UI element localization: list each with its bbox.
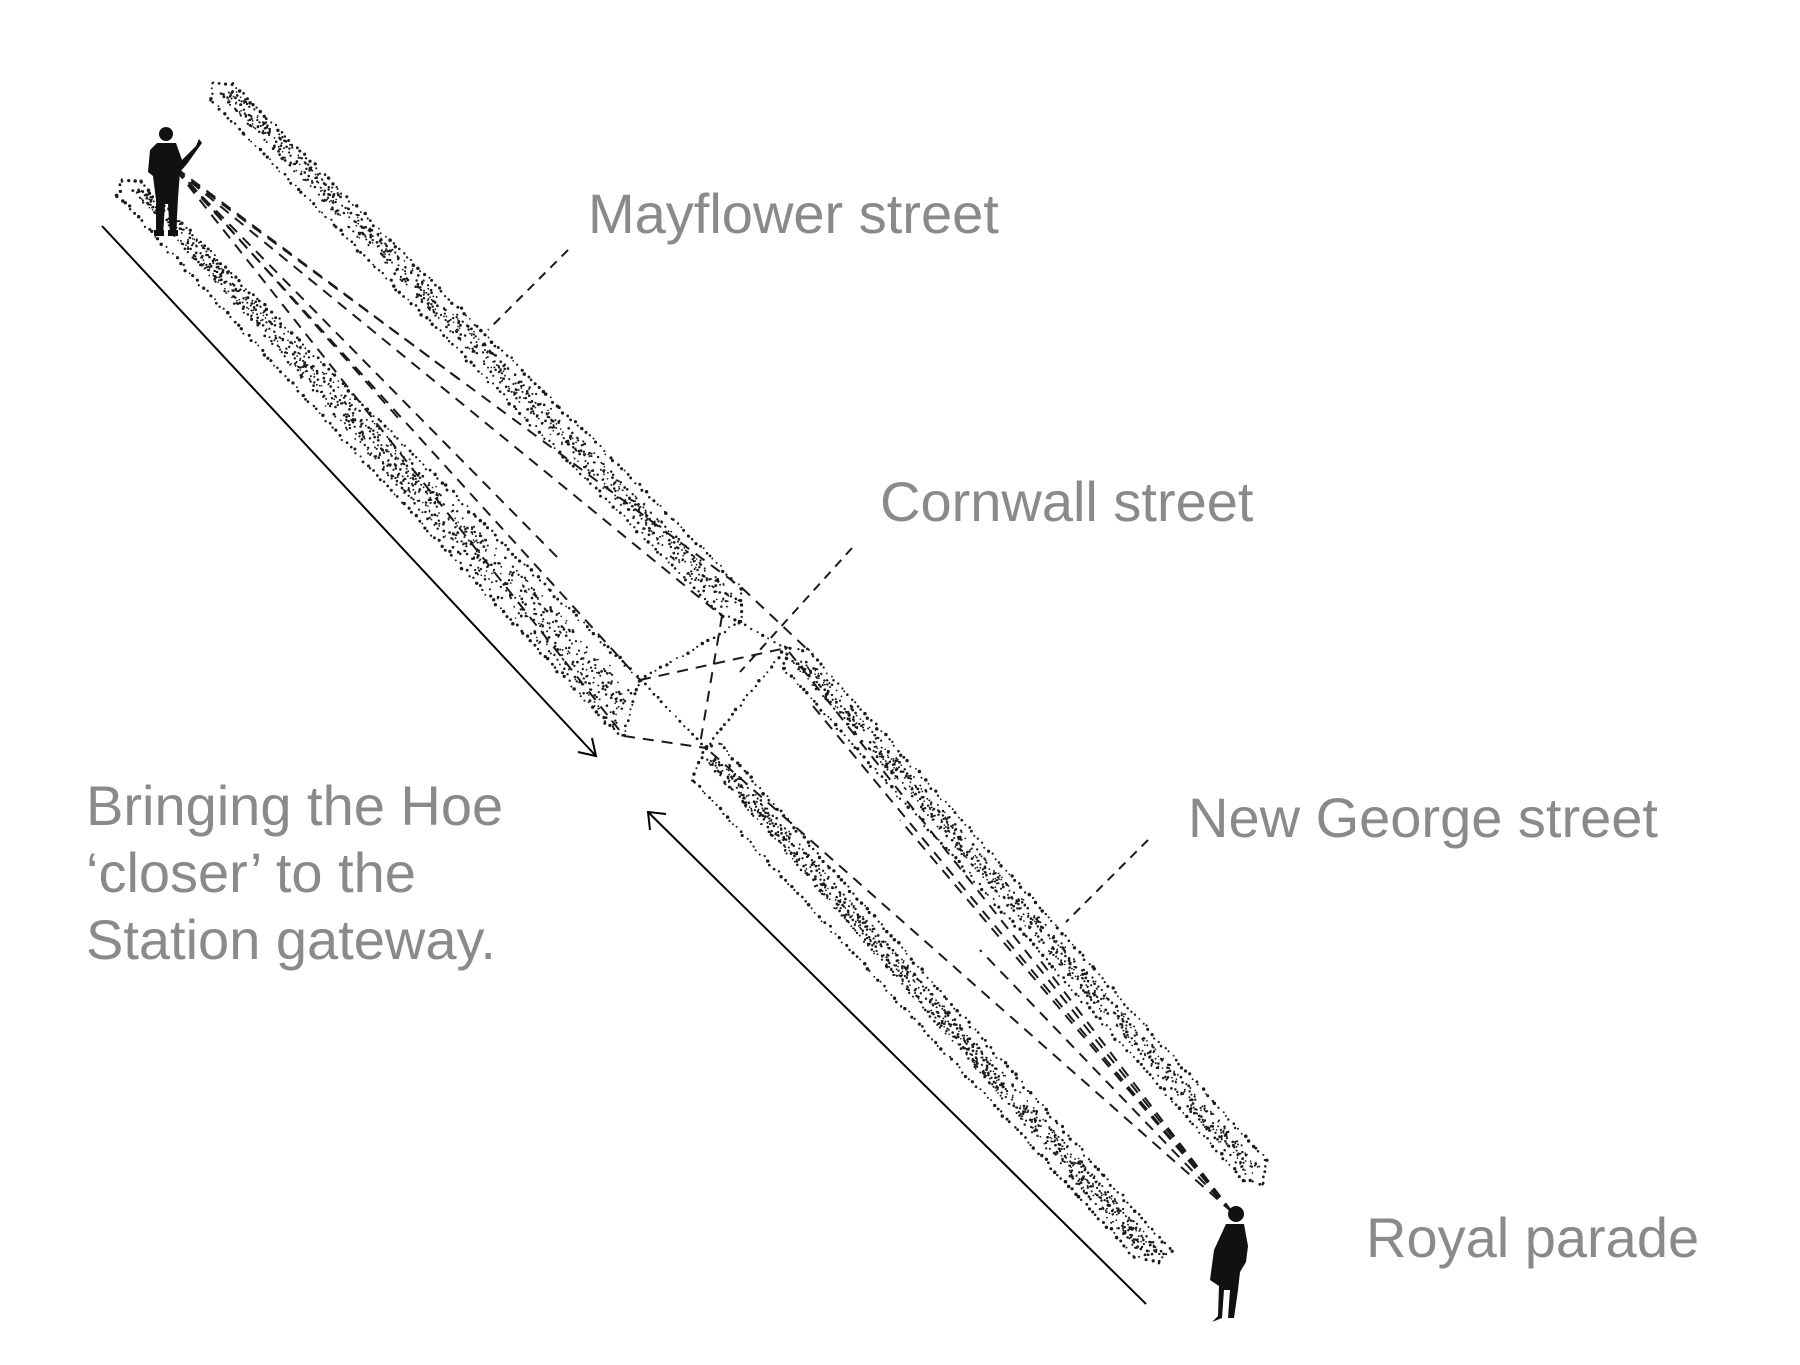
- leader-new-george: [1065, 839, 1149, 923]
- label-cornwall-street: Cornwall street: [880, 470, 1254, 533]
- diagram-caption: Bringing the Hoe ‘closer’ to the Station…: [86, 772, 503, 974]
- label-mayflower-street: Mayflower street: [588, 182, 999, 245]
- caption-line-3: Station gateway.: [86, 908, 496, 972]
- person-silhouette-icon: [1210, 1206, 1248, 1322]
- arrow-icon: [646, 810, 1147, 1305]
- caption-line-1: Bringing the Hoe: [86, 774, 504, 837]
- person-silhouette-icon: [148, 127, 202, 236]
- label-royal-parade: Royal parade: [1366, 1206, 1700, 1269]
- dashed-construction-lines: [175, 167, 1233, 1213]
- label-new-george-street: New George street: [1188, 786, 1658, 849]
- leader-cornwall: [739, 547, 853, 673]
- leader-mayflower: [487, 249, 569, 331]
- caption-line-2: ‘closer’ to the: [86, 841, 416, 905]
- stippled-blocks: [114, 81, 1269, 1265]
- arrow-icon: [101, 225, 598, 758]
